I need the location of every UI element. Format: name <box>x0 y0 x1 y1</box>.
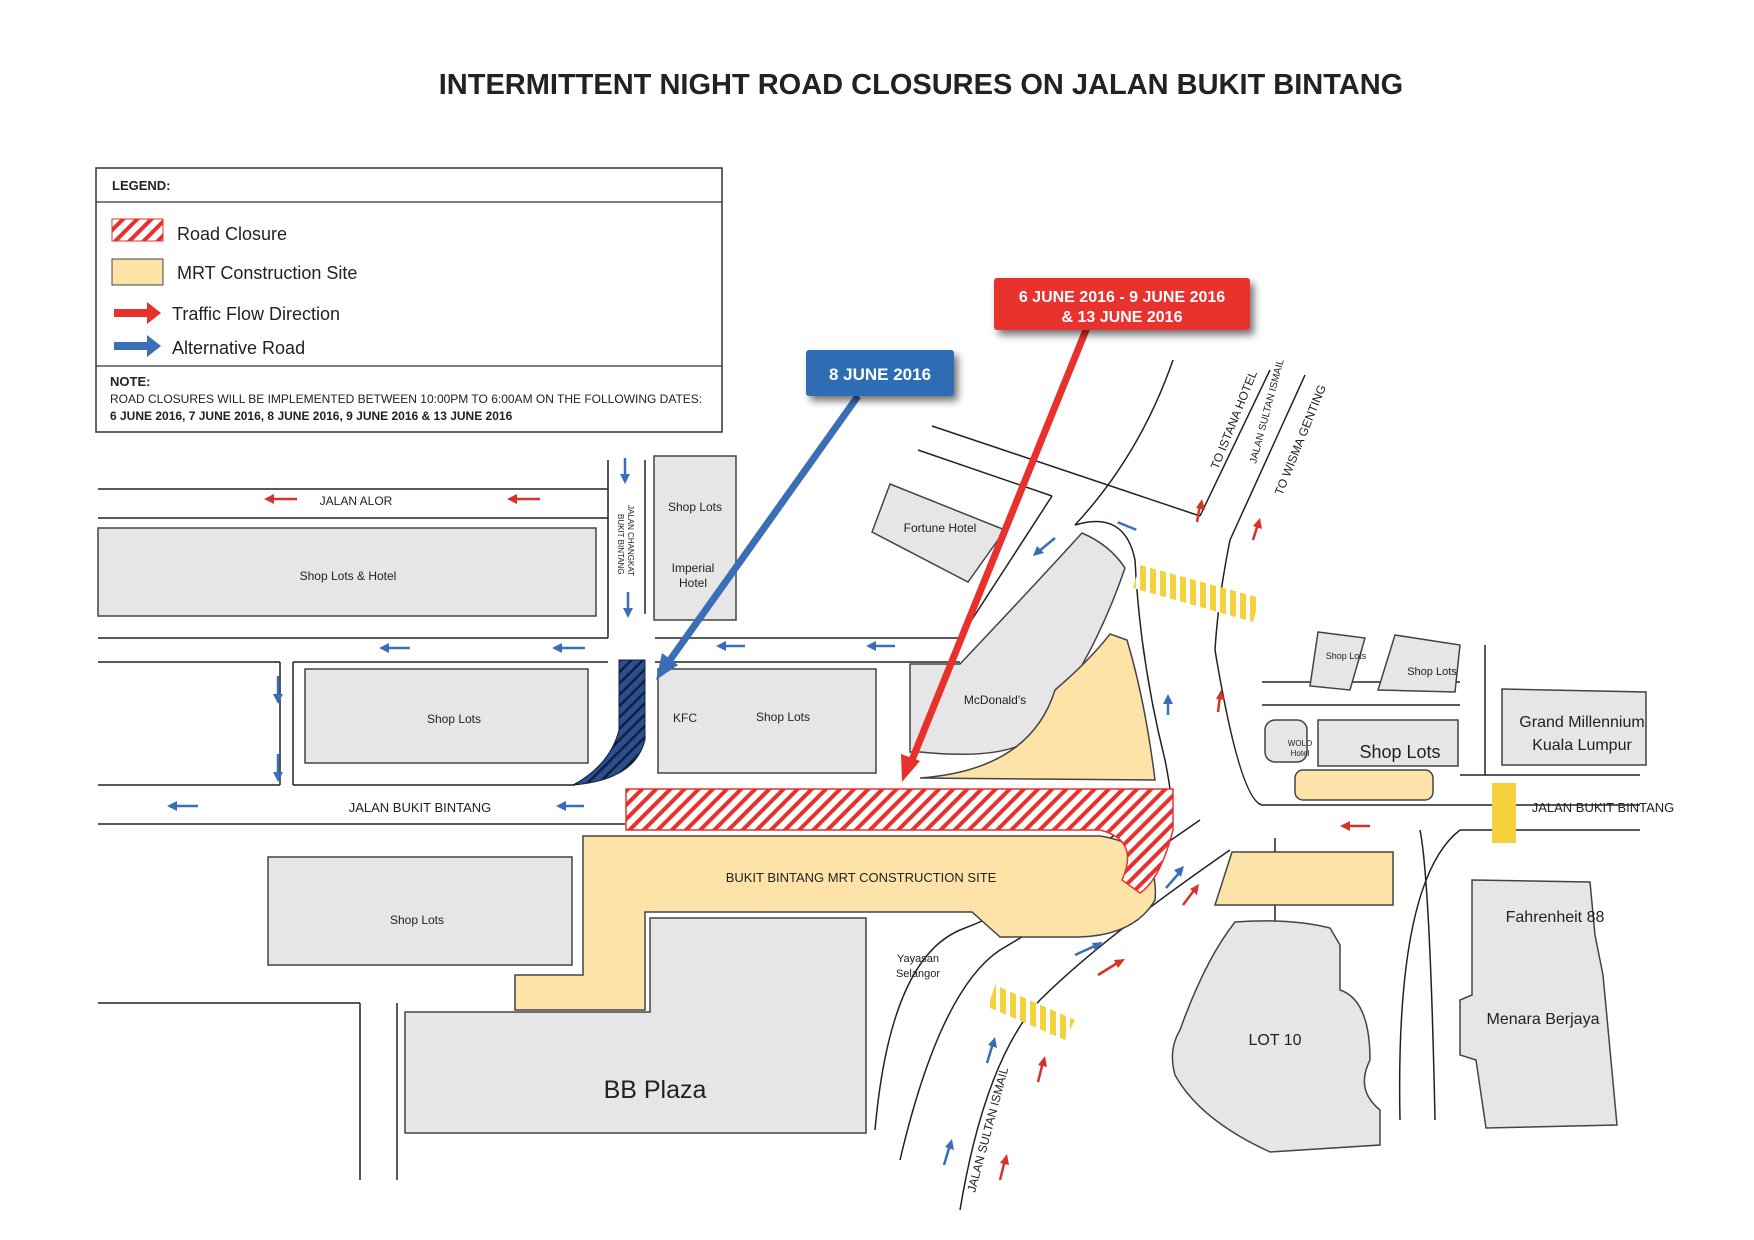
jalan-bukit-bintang-west-label: JALAN BUKIT BINTANG <box>349 800 492 815</box>
shop-lots-hotel-block <box>97 527 597 617</box>
shop-lots-sw-block <box>267 856 573 966</box>
yayasan-label-2: Selangor <box>896 968 940 980</box>
shop-lots-mid-block <box>304 668 589 764</box>
fortune-hotel-label: Fortune Hotel <box>904 521 977 535</box>
shop-lots-hotel-label: Shop Lots & Hotel <box>300 569 397 583</box>
imperial-label-1: Imperial <box>672 561 715 575</box>
note-heading: NOTE: <box>110 374 150 389</box>
lot10-block <box>1171 920 1381 1153</box>
legend-road-closure-label: Road Closure <box>177 224 287 244</box>
wolo-label-1: WOLO <box>1288 739 1312 748</box>
fahrenheit-label: Fahrenheit 88 <box>1506 909 1605 926</box>
crossing-east <box>1492 783 1516 843</box>
shop-lots-small2-block <box>1376 634 1461 693</box>
shop-lots-small1-label: Shop Lots <box>1326 651 1367 661</box>
blue-traffic-arrows <box>167 458 1184 1166</box>
bb-plaza-label: BB Plaza <box>604 1076 707 1104</box>
road-edges <box>98 359 1640 1211</box>
red-traffic-arrows <box>998 499 1370 1181</box>
blue-callout: 8 JUNE 2016 <box>806 350 954 396</box>
legend-construction-label: MRT Construction Site <box>177 263 357 283</box>
red-callout-line2: & 13 JUNE 2016 <box>1062 309 1183 326</box>
blue-pointer-head <box>656 653 678 680</box>
road-closure-area <box>625 788 1174 894</box>
alternative-road-arrow-icon <box>114 335 161 357</box>
shop-lots-small2-label: Shop Lots <box>1407 666 1457 678</box>
mrt-site-mcdonalds <box>919 633 1156 781</box>
yayasan-label-1: Yayasan <box>897 953 939 965</box>
grand-millennium-block <box>1501 688 1647 766</box>
shop-lots-wolo-block <box>1317 719 1459 767</box>
note-text: ROAD CLOSURES WILL BE IMPLEMENTED BETWEE… <box>110 392 702 406</box>
crossing-north <box>1133 565 1260 622</box>
kfc-shop-lots-block <box>657 668 877 774</box>
wolo-label-2: Hotel <box>1291 749 1310 758</box>
changkat-label-2: BUKIT BINTANG <box>616 514 625 575</box>
menara-berjaya-label: Menara Berjaya <box>1487 1011 1600 1028</box>
alternative-road-area <box>572 659 646 786</box>
legend-traffic-label: Traffic Flow Direction <box>172 304 340 324</box>
mrt-site-wolo <box>1294 769 1434 801</box>
mcdonalds-label: McDonald's <box>964 693 1026 707</box>
shop-lots-wolo-label: Shop Lots <box>1359 742 1440 762</box>
shop-lots-top-label: Shop Lots <box>668 500 722 514</box>
red-pointer-head <box>901 754 920 782</box>
note-dates: 6 JUNE 2016, 7 JUNE 2016, 8 JUNE 2016, 9… <box>110 409 513 423</box>
kfc-label: KFC <box>673 711 697 725</box>
zebra-crossings <box>988 565 1516 1040</box>
sultan-ismail-south-label: JALAN SULTAN ISMAIL <box>964 1065 1011 1193</box>
buildings <box>97 455 1647 1153</box>
map-title: INTERMITTENT NIGHT ROAD CLOSURES ON JALA… <box>439 69 1404 101</box>
jalan-bukit-bintang-east-label: JALAN BUKIT BINTANG <box>1532 800 1675 815</box>
red-callout-pointer <box>908 323 1092 762</box>
legend-alt-road-label: Alternative Road <box>172 338 305 358</box>
lot10-label: LOT 10 <box>1248 1032 1301 1049</box>
legend-heading: LEGEND: <box>112 178 171 193</box>
bb-plaza-block <box>404 917 867 1134</box>
shop-lots-imperial-block <box>653 455 737 621</box>
blue-callout-pointer <box>667 393 861 663</box>
grand-millennium-label-1: Grand Millennium <box>1519 714 1644 731</box>
construction-sites <box>514 633 1434 1011</box>
changkat-label-1: JALAN CHANGKAT <box>626 505 635 576</box>
mrt-site-label: BUKIT BINTANG MRT CONSTRUCTION SITE <box>726 870 997 885</box>
to-wisma-label: TO WISMA GENTING <box>1272 383 1329 497</box>
shop-lots-small1-block <box>1309 631 1366 691</box>
blue-callout-text: 8 JUNE 2016 <box>829 365 931 384</box>
mrt-site-lot10 <box>1213 851 1394 906</box>
fahrenheit-block <box>1459 879 1618 1129</box>
mcdonalds-block <box>909 532 1126 756</box>
imperial-label-2: Hotel <box>679 576 707 590</box>
legend-box: LEGEND: Road Closure MRT Construction Si… <box>95 167 723 433</box>
road-closure-swatch <box>111 218 164 242</box>
grand-millennium-label-2: Kuala Lumpur <box>1532 737 1632 754</box>
traffic-flow-arrow-icon <box>114 302 161 324</box>
construction-swatch <box>111 258 164 286</box>
crossing-south <box>988 985 1075 1040</box>
shop-lots-sw-label: Shop Lots <box>390 913 444 927</box>
shop-lots-kfc-label: Shop Lots <box>756 710 810 724</box>
red-callout-line1: 6 JUNE 2016 - 9 JUNE 2016 <box>1019 289 1225 306</box>
shop-lots-mid-label: Shop Lots <box>427 712 481 726</box>
jalan-alor-label: JALAN ALOR <box>320 494 393 508</box>
red-callout: 6 JUNE 2016 - 9 JUNE 2016 & 13 JUNE 2016 <box>994 278 1250 330</box>
wolo-hotel-block <box>1264 719 1308 763</box>
fortune-hotel-block <box>871 483 1007 583</box>
